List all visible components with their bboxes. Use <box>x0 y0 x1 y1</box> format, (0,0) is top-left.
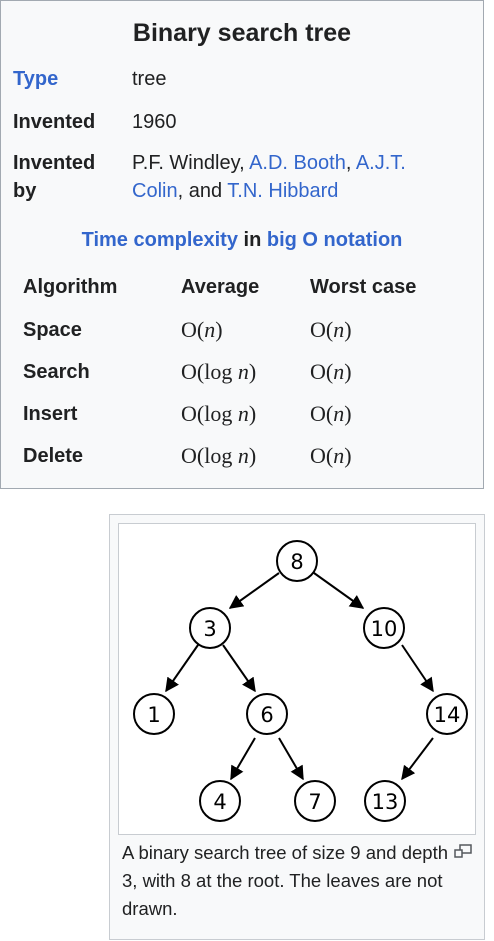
inventor-hibbard-link[interactable]: T.N. Hibbard <box>227 180 339 202</box>
node-3-circle <box>189 607 231 649</box>
inventor-windley: P.F. Windley, <box>132 152 250 174</box>
type-value: tree <box>132 68 167 90</box>
row-label-space: Space <box>23 319 82 341</box>
col-header-algorithm: Algorithm <box>23 276 118 298</box>
node-8-label: 8 <box>290 550 303 574</box>
node-6-circle <box>246 693 288 735</box>
delete-worst: O(n) <box>310 443 352 468</box>
delete-average: O(log n) <box>181 443 257 468</box>
node-8-circle <box>276 540 318 582</box>
infobox-title: Binary search tree <box>132 19 352 47</box>
infobox: Binary search tree Type tree Invented 19… <box>0 0 484 489</box>
edge-8-3 <box>228 572 280 609</box>
row-label-insert: Insert <box>23 403 78 425</box>
inventor-colin-link[interactable]: A.J.T. Colin <box>132 152 406 202</box>
node-14-circle <box>426 693 468 735</box>
node-6-label: 6 <box>260 703 273 727</box>
col-header-average: Average <box>181 276 260 298</box>
edge-6-4 <box>230 737 256 781</box>
separator-text: , <box>345 152 356 174</box>
tree-image[interactable]: 8 3 10 1 6 14 4 7 13 <box>118 523 476 835</box>
edge-8-10 <box>313 572 365 609</box>
node-3-label: 3 <box>203 617 216 641</box>
node-4-circle <box>199 780 241 822</box>
edge-6-7 <box>278 737 304 781</box>
node-13-label: 13 <box>372 790 399 814</box>
invented-value: 1960 <box>132 111 177 133</box>
col-header-worst-case: Worst case <box>310 276 417 298</box>
time-complexity-link[interactable]: Time complexity <box>81 229 238 251</box>
invented-by-value: P.F. Windley, A.D. Booth, A.J.T. Colin, … <box>132 149 462 205</box>
node-13-circle <box>364 780 406 822</box>
row-label-search: Search <box>23 361 90 383</box>
figure-thumbnail: 8 3 10 1 6 14 4 7 13 A binary search tre… <box>109 514 485 940</box>
subheader-in-text: in <box>237 229 267 251</box>
binary-search-tree-diagram: 8 3 10 1 6 14 4 7 13 <box>133 540 468 822</box>
magnify-clip-icon[interactable] <box>454 844 472 858</box>
invented-by-label-line2: by <box>13 180 37 202</box>
node-7-label: 7 <box>308 790 321 814</box>
row-label-delete: Delete <box>23 445 84 467</box>
space-average: O(n) <box>181 317 223 342</box>
invented-by-label: Invented by <box>13 149 95 205</box>
invented-by-label-line1: Invented <box>13 152 96 174</box>
conjunction-text: , and <box>177 180 228 202</box>
search-average: O(log n) <box>181 359 257 384</box>
space-worst: O(n) <box>310 317 352 342</box>
edge-14-13 <box>401 737 434 781</box>
inventor-booth-link[interactable]: A.D. Booth <box>249 152 346 174</box>
node-10-circle <box>363 607 405 649</box>
node-4-label: 4 <box>213 790 226 814</box>
node-10-label: 10 <box>371 617 398 641</box>
figure-caption: A binary search tree of size 9 and depth… <box>122 842 449 919</box>
node-1-label: 1 <box>147 703 160 727</box>
node-7-circle <box>294 780 336 822</box>
edge-3-1 <box>165 644 199 693</box>
node-1-circle <box>133 693 175 735</box>
insert-worst: O(n) <box>310 401 352 426</box>
type-label[interactable]: Type <box>13 68 59 90</box>
edge-10-14 <box>401 644 434 693</box>
edge-3-6 <box>222 644 256 693</box>
big-o-notation-link[interactable]: big O notation <box>266 229 403 251</box>
invented-label: Invented <box>13 111 96 133</box>
insert-average: O(log n) <box>181 401 257 426</box>
search-worst: O(n) <box>310 359 352 384</box>
node-14-label: 14 <box>434 703 461 727</box>
time-complexity-header: Time complexity in big O notation <box>1 226 483 254</box>
